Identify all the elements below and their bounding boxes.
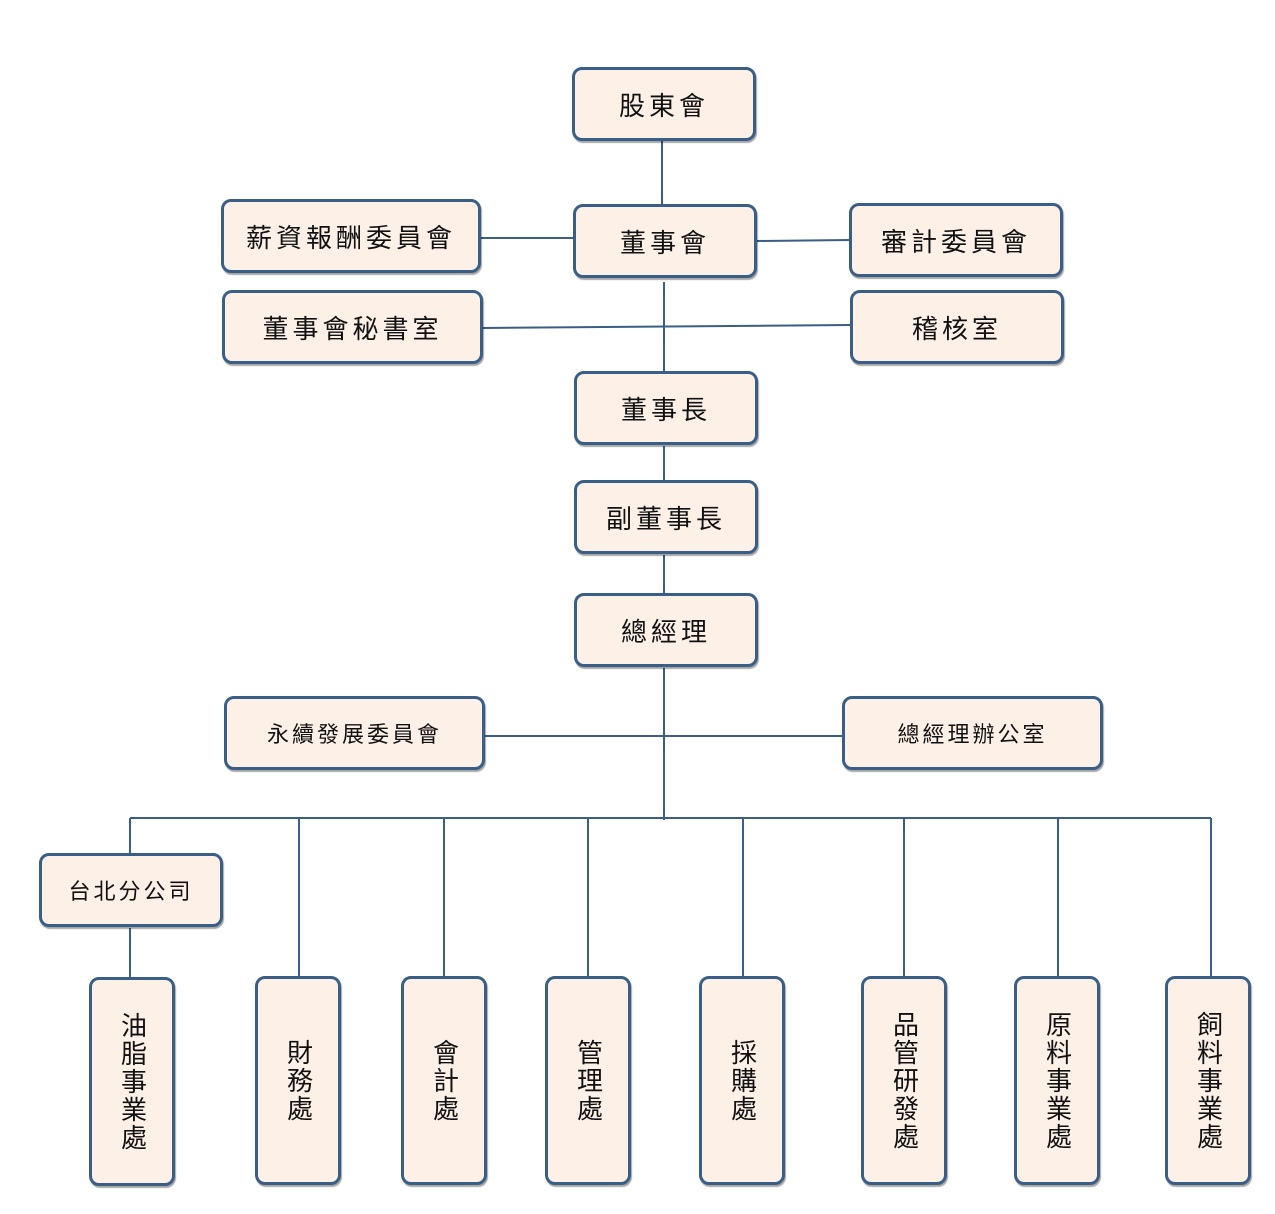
node-label: 薪資報酬委員會 xyxy=(245,223,456,254)
node-taipei-branch: 台北分公司 xyxy=(39,853,223,927)
node-label: 副董事長 xyxy=(605,504,726,535)
node-label: 董事會秘書室 xyxy=(262,314,443,345)
dept-purchasing: 採購處 xyxy=(699,976,785,1185)
node-label: 董事長 xyxy=(620,395,711,426)
connector-secretariat-audit-office xyxy=(482,324,852,329)
node-label: 總經理辦公室 xyxy=(897,723,1048,748)
node-board-secretariat: 董事會秘書室 xyxy=(222,290,483,364)
dept-label: 原料事業處 xyxy=(1041,1010,1072,1151)
node-label: 董事會 xyxy=(619,228,710,259)
dept-feed-division: 飼料事業處 xyxy=(1165,976,1251,1185)
dept-raw-materials: 原料事業處 xyxy=(1014,976,1100,1185)
connector-board-audit-committee xyxy=(756,239,851,242)
node-vice-chairman: 副董事長 xyxy=(574,480,758,554)
dept-accounting: 會計處 xyxy=(401,976,487,1185)
node-president-office: 總經理辦公室 xyxy=(842,696,1103,770)
dept-management: 管理處 xyxy=(545,976,631,1185)
dept-label: 油脂事業處 xyxy=(116,1011,147,1152)
dept-finance: 財務處 xyxy=(255,976,341,1185)
node-board: 董事會 xyxy=(573,204,757,278)
node-label: 審計委員會 xyxy=(880,227,1031,258)
node-chairman: 董事長 xyxy=(574,371,758,445)
node-label: 永續發展委員會 xyxy=(266,723,442,748)
dept-label: 會計處 xyxy=(428,1038,459,1123)
node-president: 總經理 xyxy=(574,593,758,667)
dept-label: 飼料事業處 xyxy=(1192,1010,1223,1151)
dept-label: 採購處 xyxy=(726,1038,757,1123)
node-audit-committee: 審計委員會 xyxy=(849,203,1063,277)
node-shareholders: 股東會 xyxy=(572,67,756,141)
node-label: 總經理 xyxy=(620,617,711,648)
node-label: 股東會 xyxy=(618,91,709,122)
node-audit-office: 稽核室 xyxy=(850,290,1064,364)
dept-oil-division: 油脂事業處 xyxy=(89,977,175,1186)
dept-qc-rd: 品管研發處 xyxy=(861,976,947,1185)
node-sustainability-committee: 永續發展委員會 xyxy=(224,696,485,770)
dept-label: 財務處 xyxy=(282,1038,313,1123)
node-remuneration-committee: 薪資報酬委員會 xyxy=(221,199,481,273)
dept-label: 品管研發處 xyxy=(888,1010,919,1151)
node-label: 稽核室 xyxy=(911,314,1002,345)
node-label: 台北分公司 xyxy=(68,880,194,905)
dept-label: 管理處 xyxy=(572,1038,603,1123)
